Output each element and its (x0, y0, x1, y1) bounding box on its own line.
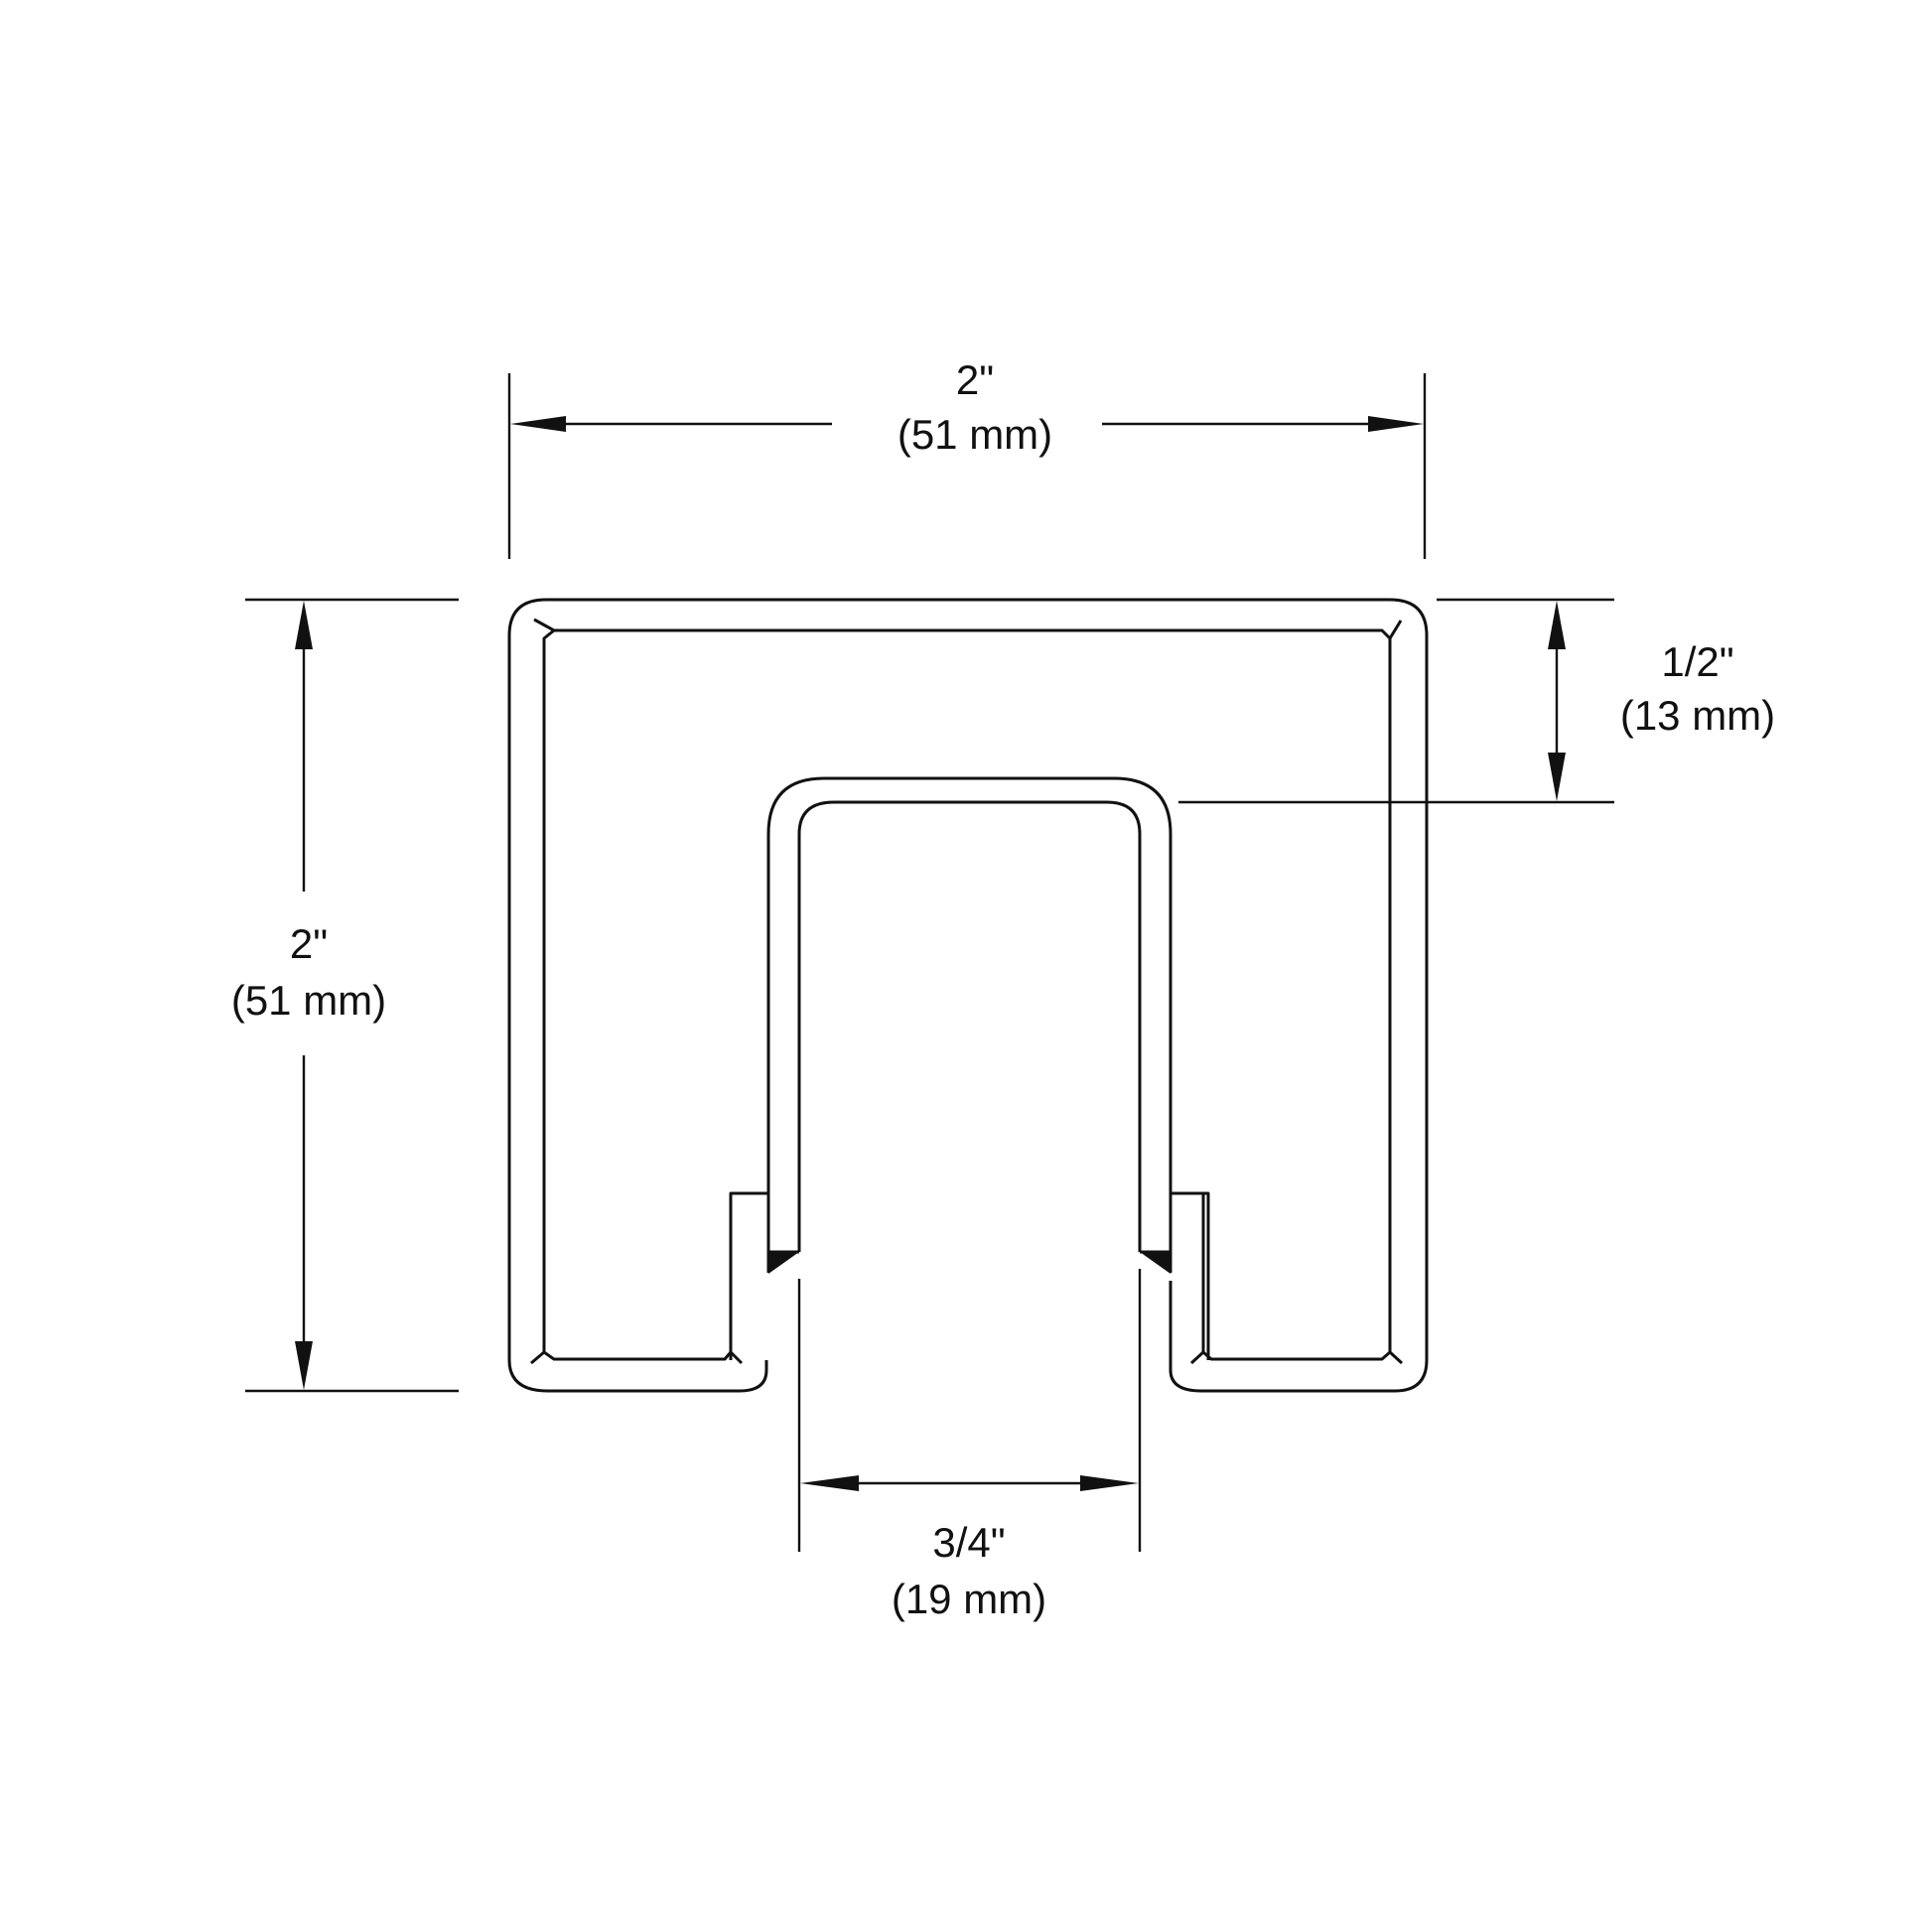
profile-outer-contour (507, 598, 1429, 1393)
arrowhead-down-icon (1548, 753, 1566, 801)
arrowhead-left-icon (510, 416, 566, 432)
arrowhead-up-icon (1548, 601, 1566, 649)
opening-metric-label: (19 mm) (892, 1576, 1046, 1622)
arrowhead-down-icon (295, 1341, 313, 1390)
dimension-overall-height: 2" (51 mm) (231, 598, 459, 1393)
opening-imperial-label: 3/4" (932, 1519, 1005, 1566)
dimension-channel-opening: 3/4" (19 mm) (797, 1269, 1142, 1622)
arrowhead-left-icon (800, 1475, 859, 1491)
height-imperial-label: 2" (290, 920, 328, 967)
depth-metric-label: (13 mm) (1620, 692, 1775, 739)
left-weld-icon (768, 1252, 799, 1274)
arrowhead-right-icon (1368, 416, 1424, 432)
depth-imperial-label: 1/2" (1661, 638, 1733, 685)
left-weld-detail (729, 1191, 799, 1360)
right-weld-icon (1140, 1252, 1171, 1274)
dimension-overall-width: 2" (51 mm) (507, 356, 1427, 559)
width-metric-label: (51 mm) (897, 411, 1052, 458)
right-weld-detail (1140, 1191, 1210, 1360)
height-metric-label: (51 mm) (231, 977, 386, 1024)
profile-inner-contour (530, 618, 1404, 1365)
dimension-channel-depth: 1/2" (13 mm) (1178, 598, 1775, 804)
arrowhead-right-icon (1080, 1475, 1139, 1491)
width-imperial-label: 2" (956, 356, 994, 403)
arrowhead-up-icon (295, 601, 313, 649)
